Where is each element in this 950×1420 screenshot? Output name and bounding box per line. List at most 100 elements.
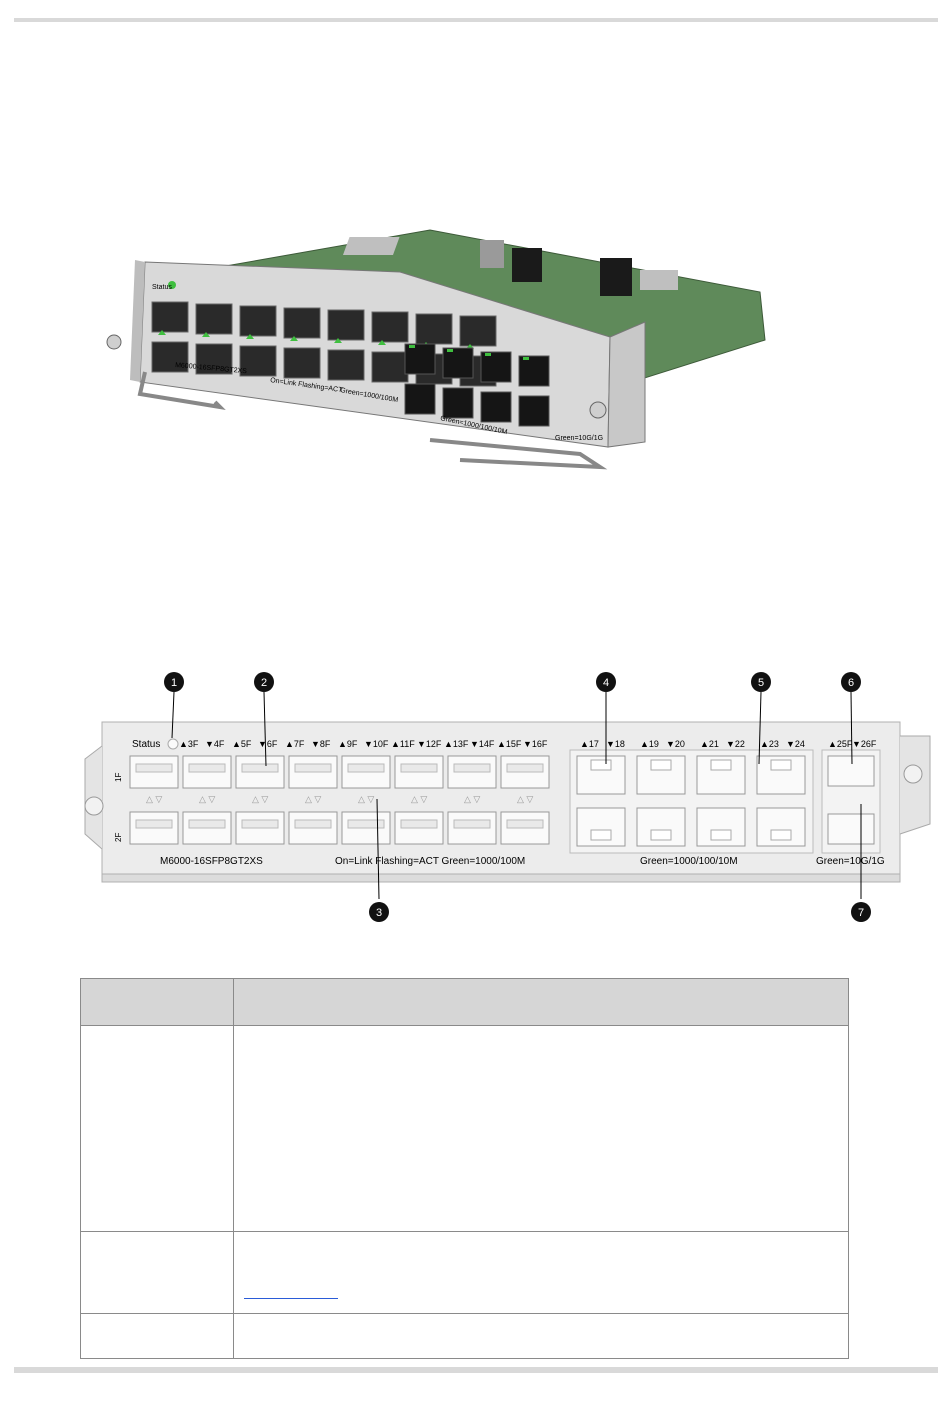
rj45-port-label: ▼20 bbox=[666, 739, 685, 749]
svg-text:4: 4 bbox=[603, 677, 609, 689]
svg-text:6: 6 bbox=[848, 677, 854, 689]
callout-5: 5 bbox=[751, 672, 771, 765]
rj45-port-label: ▼18 bbox=[606, 739, 625, 749]
sfp-port-label: ▲3F bbox=[179, 739, 199, 749]
photo-rj45-led bbox=[523, 357, 529, 360]
sfp-port-latch bbox=[188, 763, 226, 773]
sfp-port-label: ▼6F bbox=[258, 739, 278, 749]
sfp-port-latch bbox=[347, 763, 385, 773]
reference-link[interactable] bbox=[244, 1286, 338, 1299]
photo-rj45-port bbox=[480, 351, 512, 383]
sfp-port-latch bbox=[506, 819, 544, 829]
photo-sfp-cage bbox=[195, 303, 233, 335]
panel-sfp-cages: △ ▽△ ▽△ ▽△ ▽△ ▽△ ▽△ ▽△ ▽ bbox=[129, 755, 550, 845]
photo-rj45-port bbox=[518, 355, 550, 387]
photo-sfp-cage bbox=[239, 345, 277, 377]
svg-text:7: 7 bbox=[858, 907, 864, 919]
panel-rj45-speed: Green=1000/100/10M bbox=[640, 856, 738, 867]
rj45-tab bbox=[770, 829, 792, 841]
sfp-led-arrows: △ ▽ bbox=[252, 794, 268, 804]
sfp-led-arrows: △ ▽ bbox=[517, 794, 533, 804]
photo-rj45-port bbox=[442, 387, 474, 419]
photo-sfp-cage bbox=[283, 347, 321, 379]
photo-rj45-ports bbox=[404, 343, 550, 427]
photo-sfp-cage bbox=[371, 351, 409, 383]
sfp-port-label: ▼16F bbox=[523, 739, 548, 749]
rj45-port-label: ▼24 bbox=[786, 739, 805, 749]
table-cell bbox=[80, 1025, 234, 1232]
photo-sfp-led bbox=[202, 332, 210, 337]
sfp-port-latch bbox=[294, 819, 332, 829]
rj45-tab bbox=[710, 759, 732, 771]
photo-sfp-cage bbox=[327, 309, 365, 341]
table-cell bbox=[80, 1313, 234, 1359]
sfp-led-arrows: △ ▽ bbox=[358, 794, 374, 804]
table-row bbox=[80, 1231, 849, 1314]
right-screw bbox=[903, 764, 923, 784]
sfp-port-latch bbox=[294, 763, 332, 773]
photo-sfp-cage bbox=[151, 301, 189, 333]
sfp-port-latch bbox=[453, 819, 491, 829]
sfp-port-label: ▲15F bbox=[497, 739, 522, 749]
photo-rj45-port bbox=[442, 347, 474, 379]
callout-1: 1 bbox=[164, 672, 184, 739]
sfp-port-label: ▲11F bbox=[391, 739, 415, 749]
table-cell bbox=[233, 1231, 849, 1314]
table-header-cell bbox=[80, 978, 234, 1026]
photo-rj45-led bbox=[409, 345, 415, 348]
table-cell bbox=[233, 1313, 849, 1359]
rj45-tab bbox=[770, 759, 792, 771]
rj45-tab bbox=[650, 759, 672, 771]
table-cell bbox=[233, 1025, 849, 1232]
callout-6: 6 bbox=[841, 672, 861, 765]
bottom-rule bbox=[14, 1367, 938, 1373]
photo-sfp-cage bbox=[371, 311, 409, 343]
sfp-port-label: ▼14F bbox=[470, 739, 495, 749]
photo-sfp-led bbox=[334, 338, 342, 343]
status-led bbox=[167, 738, 179, 750]
callout-2: 2 bbox=[254, 672, 274, 767]
sfp-port-latch bbox=[188, 819, 226, 829]
sfp-port-latch bbox=[400, 763, 438, 773]
photo-rj45-led bbox=[485, 353, 491, 356]
photo-sfp-led bbox=[290, 336, 298, 341]
photo-sfp-cage bbox=[151, 341, 189, 373]
photo-sfp-cage bbox=[327, 349, 365, 381]
photo-sfp-cage bbox=[415, 313, 453, 345]
panel-status-label: Status bbox=[132, 739, 160, 750]
table-header-row bbox=[80, 978, 849, 1026]
rj45-tab bbox=[650, 829, 672, 841]
row2-label: 2F bbox=[114, 833, 123, 842]
sfp-led-arrows: △ ▽ bbox=[464, 794, 480, 804]
rj45-port-label: ▲23 bbox=[760, 739, 779, 749]
photo-rj45-led bbox=[447, 349, 453, 352]
line-card-photo: Status M6000-16SFP8GT2XS On=Link Flashin… bbox=[106, 229, 766, 470]
sfp-port-label: ▼8F bbox=[311, 739, 331, 749]
sfp-port-latch bbox=[347, 819, 385, 829]
photo-rj45-port bbox=[404, 343, 436, 375]
sfp-plus-port-25 bbox=[827, 755, 875, 787]
sfp-port-label: ▼10F bbox=[364, 739, 389, 749]
rj45-tab bbox=[590, 759, 612, 771]
left-screw bbox=[84, 796, 104, 816]
sfp-port-label: ▲7F bbox=[285, 739, 305, 749]
panel-model-label: M6000-16SFP8GT2XS bbox=[160, 856, 263, 867]
front-panel-diagram: Status 1F 2F △ ▽△ ▽△ ▽△ ▽△ ▽△ ▽△ ▽△ ▽ ▲3… bbox=[84, 672, 931, 922]
svg-text:3: 3 bbox=[376, 907, 382, 919]
rj45-port-label: ▲21 bbox=[700, 739, 719, 749]
sfp-port-label: ▼12F bbox=[417, 739, 442, 749]
table-header-cell bbox=[233, 978, 849, 1026]
panel-rj45-ports bbox=[576, 755, 806, 847]
sfp-led-arrows: △ ▽ bbox=[305, 794, 321, 804]
photo-sfp-cage bbox=[283, 307, 321, 339]
sfp-port-label: ▼4F bbox=[205, 739, 225, 749]
sfp-port-latch bbox=[135, 819, 173, 829]
sfp-plus-label-26: ▼26F bbox=[852, 739, 877, 749]
sfp-port-latch bbox=[241, 763, 279, 773]
sfp-port-label: ▲9F bbox=[338, 739, 358, 749]
rj45-port-label: ▲17 bbox=[580, 739, 599, 749]
photo-sfp-cage bbox=[459, 315, 497, 347]
description-table bbox=[80, 978, 849, 1359]
sfp-plus-label-25: ▲25F bbox=[828, 739, 853, 749]
photo-sfp-cage bbox=[239, 305, 277, 337]
